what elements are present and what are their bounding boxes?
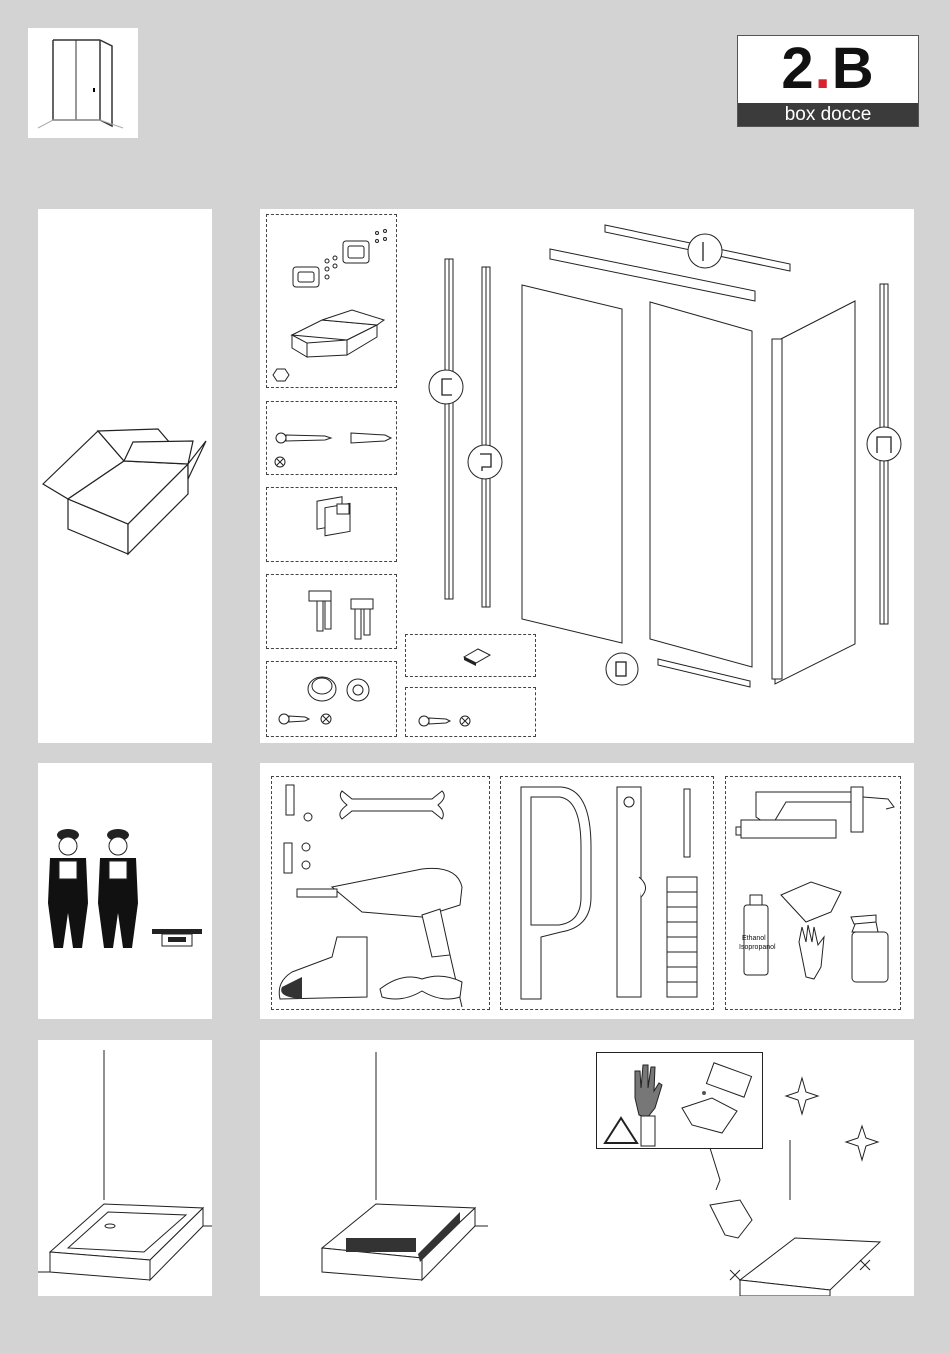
- exploded-assembly-drawing: [400, 209, 914, 743]
- package-box-panel: [38, 209, 212, 743]
- logo-subtitle: box docce: [738, 103, 918, 126]
- parts-overview-panel: [260, 209, 914, 743]
- open-box-icon: [38, 209, 212, 743]
- sparkle-icons: [784, 1070, 914, 1190]
- product-thumbnail: [28, 28, 138, 138]
- hand-tools-box: [500, 776, 714, 1010]
- ethanol-label: Ethanol: [742, 935, 766, 942]
- logo-mark: 2.B: [738, 38, 918, 100]
- shower-tray-icon: [38, 1040, 212, 1296]
- glove-icon: [635, 1065, 662, 1118]
- screws-wall-plugs-box: [266, 401, 397, 475]
- two-person-panel: [38, 763, 212, 1019]
- hardware-kit-box: [266, 214, 397, 388]
- solvent-bottle-icon: [706, 1063, 751, 1097]
- cleaning-warning-box: [596, 1052, 763, 1149]
- clips-box: [266, 487, 397, 562]
- knobs-box: [266, 661, 397, 737]
- cloth-icon: [682, 1098, 737, 1133]
- warning-triangle-icon: [605, 1118, 637, 1143]
- two-workers-icon: [38, 763, 212, 1019]
- shower-tray-panel: [38, 1040, 212, 1296]
- scale-icon: [150, 925, 205, 953]
- power-tools-box: [271, 776, 490, 1010]
- sealing-cleaning-box: Ethanol Isopropanol: [725, 776, 901, 1010]
- tools-panel: Ethanol Isopropanol: [260, 763, 914, 1019]
- brackets-box: [266, 574, 397, 649]
- brand-logo: 2.B box docce: [737, 35, 919, 127]
- preparation-panel: [260, 1040, 914, 1296]
- level-check-tray-icon: [310, 1040, 550, 1296]
- isopropanol-label: Isopropanol: [739, 944, 776, 951]
